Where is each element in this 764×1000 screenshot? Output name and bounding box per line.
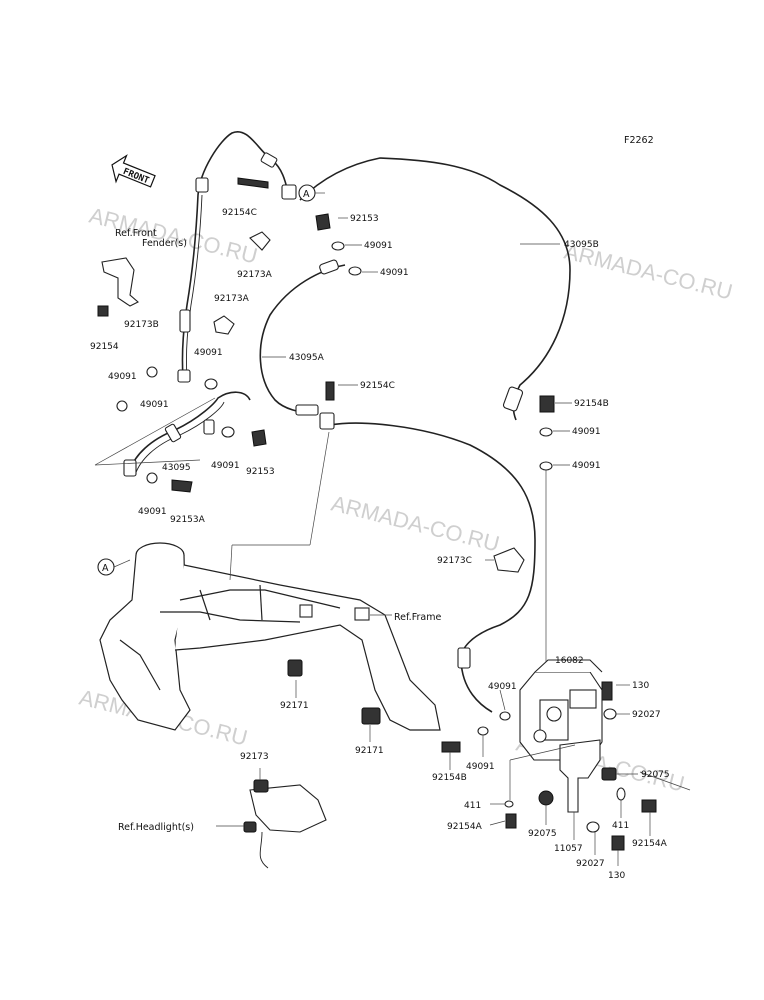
part-number: 92173 <box>240 752 269 762</box>
part-number: 92154C <box>360 381 395 391</box>
part-number: 92154A <box>447 822 483 832</box>
part-number: 92027 <box>632 710 661 720</box>
part-number: 49091 <box>211 461 240 471</box>
part-number: 49091 <box>380 268 409 278</box>
part-number: 49091 <box>108 372 137 382</box>
bracket-92173B-icon <box>101 257 139 307</box>
part-number: 16082 <box>555 656 584 666</box>
part-number: 49091 <box>140 400 169 410</box>
part-number: 411 <box>612 821 629 831</box>
ref-markers: A A <box>97 184 325 576</box>
ref-headlight: Ref.Headlight(s) <box>118 822 194 833</box>
ref-front-fender-line1: Ref.Front <box>115 228 157 239</box>
figure-code: F2262 <box>624 135 654 146</box>
clamp-92173A-icon <box>249 231 271 251</box>
clamps <box>101 231 525 573</box>
clamp-92173C-icon <box>493 547 525 573</box>
clamp-92173A-icon <box>213 315 235 335</box>
part-number: 11057 <box>554 844 583 854</box>
part-number: 92173A <box>214 294 250 304</box>
part-number: 49091 <box>138 507 167 517</box>
washers-bolts <box>97 177 657 851</box>
part-number: 411 <box>464 801 481 811</box>
leader-lines <box>94 217 691 866</box>
reference-labels: Ref.Front Fender(s) Ref.Frame Ref.Headli… <box>115 228 441 833</box>
part-number: 92154B <box>432 773 467 783</box>
part-number: 49091 <box>364 241 393 251</box>
abs-unit <box>519 659 617 813</box>
part-number: 92171 <box>280 701 309 711</box>
part-number: 92153 <box>350 214 379 224</box>
watermark: ARMADA-CO.RU <box>329 491 502 557</box>
part-number: 92154C <box>222 208 257 218</box>
ref-front-fender-line2: Fender(s) <box>142 238 187 249</box>
part-number: 92154B <box>574 399 609 409</box>
headlight-bracket <box>243 779 327 869</box>
part-number: 49091 <box>488 682 517 692</box>
part-number: 92173A <box>237 270 273 280</box>
part-number: 92154 <box>90 342 119 352</box>
ref-frame: Ref.Frame <box>394 612 441 623</box>
part-number: 92173C <box>437 556 472 566</box>
part-number: 130 <box>608 871 625 881</box>
part-number: 92075 <box>641 770 670 780</box>
part-number-labels: 92154C 92153 49091 49091 43095B 92173A 9… <box>90 208 670 881</box>
part-number: 43095 <box>162 463 191 473</box>
part-number: 49091 <box>466 762 495 772</box>
hose-fittings <box>123 152 524 669</box>
part-number: 43095A <box>289 353 325 363</box>
ref-marker-a-label: A <box>303 189 310 200</box>
front-arrow-icon: FRONT <box>111 154 156 188</box>
part-number: 49091 <box>572 461 601 471</box>
part-number: 43095B <box>564 240 599 250</box>
part-number: 92154A <box>632 839 668 849</box>
part-number: 130 <box>632 681 649 691</box>
part-number: 92027 <box>576 859 605 869</box>
part-number: 49091 <box>194 348 223 358</box>
frame <box>99 542 441 731</box>
ref-marker-a-label: A <box>102 563 109 574</box>
part-number: 92173B <box>124 320 159 330</box>
part-number: 92171 <box>355 746 384 756</box>
part-number: 92153 <box>246 467 275 477</box>
part-number: 49091 <box>572 427 601 437</box>
part-number: 92153A <box>170 515 206 525</box>
part-number: 92075 <box>528 829 557 839</box>
